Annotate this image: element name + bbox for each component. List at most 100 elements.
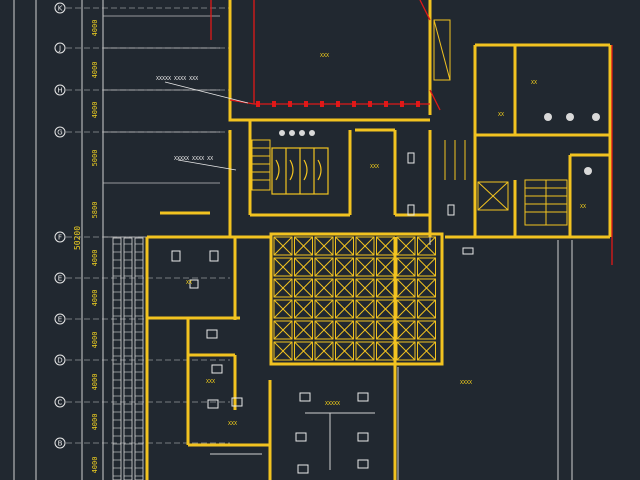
leader-note-1: XXXXX XXXX XXX: [156, 76, 198, 82]
hall-grid-cell: [355, 257, 375, 277]
room-label-4: XX: [186, 280, 192, 286]
axis-k-label: K: [58, 5, 63, 13]
columns: [171, 152, 474, 474]
hall-grid-cell: [335, 299, 354, 319]
hall-grid-cell: [273, 320, 293, 340]
red-marker: [256, 101, 260, 107]
seating-ticks: [113, 243, 143, 477]
dimension-span-4: 5000: [91, 150, 99, 167]
axis-e-label: E: [58, 275, 62, 283]
hall-grid-cell: [273, 236, 293, 256]
hall-grid-cell: [273, 341, 293, 361]
fixtures: [279, 113, 600, 175]
axis-e2-label: E: [58, 316, 62, 324]
dimension-span-8: 4000: [91, 332, 99, 349]
dimension-span-5: 5800: [91, 202, 99, 219]
hall-grid-cell: [396, 278, 416, 298]
dimension-texts: 4000 4000 4000 5000 5800 4000 4000 4000 4000 4000…: [91, 20, 99, 474]
axis-b-label: B: [58, 440, 63, 448]
red-marker: [352, 101, 356, 107]
hall-grid-cell: [314, 278, 334, 298]
red-marker: [336, 101, 340, 107]
leader-note-2: XXXXX XXXX XX: [174, 156, 213, 162]
hatch-lines: [103, 15, 220, 238]
red-marker: [304, 101, 308, 107]
walls: [145, 0, 612, 480]
hall-grid-cell: [314, 299, 334, 319]
hall-grid-cell: [335, 236, 354, 256]
hall-grid-cell: [417, 341, 436, 361]
hall-grid-cell: [335, 278, 354, 298]
red-marker: [416, 101, 420, 107]
hall-grid-cell: [294, 341, 313, 361]
room-label-2: XX: [531, 80, 537, 86]
room-label-8: XXXX: [460, 380, 472, 386]
red-marker: [368, 101, 372, 107]
room-label-6: XX: [498, 112, 504, 118]
hall-grid-cell: [314, 236, 334, 256]
red-marker: [384, 101, 388, 107]
hall-grid-cell: [376, 257, 395, 277]
hall-grid-cell: [376, 320, 395, 340]
hall-grid-cell: [355, 236, 375, 256]
hall-grid-cell: [376, 236, 395, 256]
hall-grid-cell: [294, 257, 313, 277]
axis-g-label: G: [57, 129, 62, 137]
axis-d-label: D: [57, 357, 62, 365]
axis-c-label: C: [58, 399, 63, 407]
room-label-7: XX: [580, 204, 586, 210]
dimension-span-11: 4000: [91, 457, 99, 474]
dimension-total: 50200: [73, 226, 82, 250]
dimension-span-6: 4000: [91, 250, 99, 267]
hall-grid-cell: [314, 341, 334, 361]
hall-grid-cell: [314, 320, 334, 340]
dimension-span-10: 4000: [91, 414, 99, 431]
hall-grid-cell: [273, 278, 293, 298]
dimension-span-1: 4000: [91, 20, 99, 37]
hall-grid-cell: [294, 320, 313, 340]
dimension-span-7: 4000: [91, 290, 99, 307]
axis-j-label: J: [58, 45, 61, 53]
hall-grid-cell: [335, 320, 354, 340]
hall-grid-cell: [396, 257, 416, 277]
red-marker: [288, 101, 292, 107]
hall-grid-cell: [417, 320, 436, 340]
hall-grid-cell: [417, 278, 436, 298]
dimension-span-3: 4000: [91, 102, 99, 119]
dimension-span-9: 4000: [91, 374, 99, 391]
hall-grid-cell: [335, 341, 354, 361]
seating-strips: [112, 237, 144, 480]
hall-grid-cell: [417, 257, 436, 277]
hall-grid-cell: [396, 299, 416, 319]
exhibition-grid: [269, 232, 444, 366]
red-marker: [320, 101, 324, 107]
leader-notes: XXXXX XXXX XXX XXXXX XXXX XX: [156, 76, 249, 171]
hall-grid-cell: [355, 299, 375, 319]
room-label-5: XXX: [206, 379, 215, 385]
red-markers: [256, 101, 420, 107]
hall-grid-cell: [417, 299, 436, 319]
room-label-3: XXX: [370, 164, 379, 170]
hall-grid-cell: [355, 278, 375, 298]
drawing-frame: [13, 0, 37, 480]
hall-grid-cell: [314, 257, 334, 277]
room-labels: XXX XX XXX XX XXX XX XX XXXX XXX XXXXX: [186, 53, 586, 427]
hall-grid-cell: [273, 257, 293, 277]
axis-h-label: H: [57, 87, 62, 95]
hall-grid-cell: [294, 299, 313, 319]
hall-grid-cell: [396, 320, 416, 340]
hall-grid-cell: [273, 299, 293, 319]
dimension-chain: [81, 0, 104, 480]
hall-grid-cell: [355, 320, 375, 340]
red-marker: [272, 101, 276, 107]
stairs: [251, 19, 568, 226]
room-label-10: XXXXX: [325, 401, 340, 407]
hall-grid-cell: [417, 236, 436, 256]
hall-grid-cell: [376, 299, 395, 319]
service-lines: [210, 237, 573, 480]
hall-grid-cell: [335, 257, 354, 277]
toilet-block: [271, 147, 329, 195]
red-marker: [400, 101, 404, 107]
